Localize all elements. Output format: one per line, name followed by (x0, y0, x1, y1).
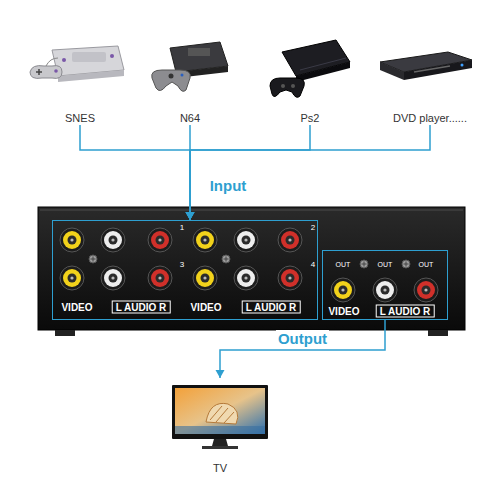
port-panel: VIDEO L AUDIO R VIDEO L AUDIO R (52, 220, 318, 320)
signal-arrow (186, 125, 431, 220)
dvd-player (380, 52, 472, 80)
device-label: Ps2 (301, 112, 320, 125)
device-label: SNES (65, 112, 95, 125)
port-label: OUT (378, 261, 393, 268)
ps2-console (270, 40, 350, 97)
callout-number: 1 (180, 223, 184, 232)
device-node: DVD player...... (375, 25, 485, 125)
snes-console (30, 46, 124, 82)
callout-number: 3 (180, 260, 184, 269)
n64-console (152, 42, 228, 91)
signal-arrow (80, 125, 195, 220)
port-label: OUT (419, 261, 434, 268)
device-label: DVD player...... (393, 112, 467, 125)
screws (89, 255, 410, 268)
device-label: TV (213, 462, 227, 475)
signal-arrow (216, 320, 386, 378)
jack-label: VIDEO (61, 302, 92, 313)
device-node: SNES (25, 25, 135, 125)
jack-label: L AUDIO R (242, 301, 301, 314)
flow-label: Output (276, 330, 329, 347)
flow-label: Input (210, 177, 247, 194)
device-node: TV (165, 378, 275, 475)
signal-arrow (186, 125, 311, 220)
rca-jacks (60, 228, 438, 302)
tv-set (172, 385, 268, 449)
switch-box (38, 207, 465, 336)
callout-number: 2 (311, 223, 315, 232)
device-node: N64 (140, 25, 240, 125)
callout-number: 4 (311, 260, 315, 269)
jack-label: VIDEO (190, 302, 221, 313)
device-node: Ps2 (260, 25, 360, 125)
jack-label: VIDEO (328, 306, 359, 317)
device-label: N64 (180, 112, 200, 125)
port-label: OUT (336, 261, 351, 268)
jack-label: L AUDIO R (376, 305, 435, 318)
jack-label: L AUDIO R (112, 301, 171, 314)
